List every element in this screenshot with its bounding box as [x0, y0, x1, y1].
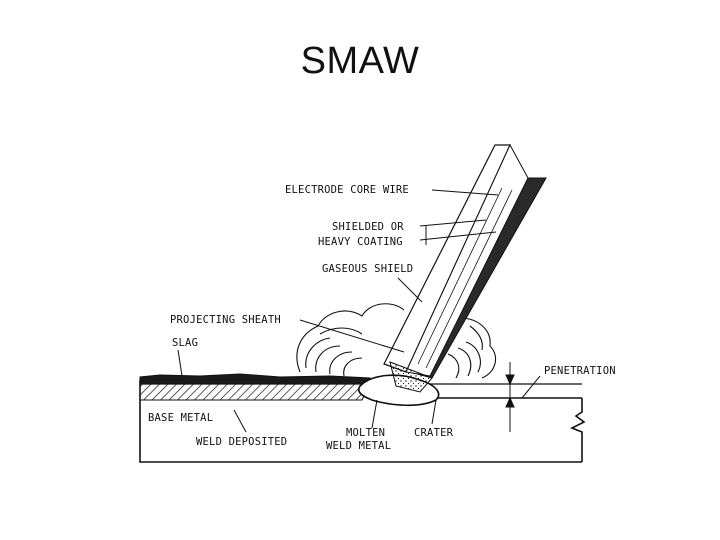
- slide-title: SMAW: [300, 40, 420, 82]
- slag-layer: [139, 373, 371, 385]
- label-weld-metal: WELD METAL: [326, 440, 391, 452]
- electrode-tip-arc: [389, 361, 433, 393]
- label-slag: SLAG: [172, 337, 198, 349]
- label-heavy-coating: HEAVY COATING: [318, 236, 403, 248]
- label-shielded-or: SHIELDED OR: [332, 221, 404, 233]
- label-projecting-sheath: PROJECTING SHEATH: [170, 314, 281, 326]
- label-gaseous-shield: GASEOUS SHIELD: [322, 263, 413, 275]
- gaseous-shield-cloud: [296, 303, 497, 379]
- label-base-metal: BASE METAL: [148, 412, 213, 424]
- leader-lines: [177, 189, 541, 433]
- label-weld-deposited: WELD DEPOSITED: [196, 436, 287, 448]
- electrode: [383, 143, 547, 393]
- penetration-dimension: [505, 362, 515, 432]
- label-molten: MOLTEN: [346, 427, 385, 439]
- label-penetration: PENETRATION: [544, 365, 616, 377]
- label-crater: CRATER: [414, 427, 454, 439]
- weld-deposit-band: [139, 383, 371, 401]
- label-electrode-core-wire: ELECTRODE CORE WIRE: [285, 184, 409, 196]
